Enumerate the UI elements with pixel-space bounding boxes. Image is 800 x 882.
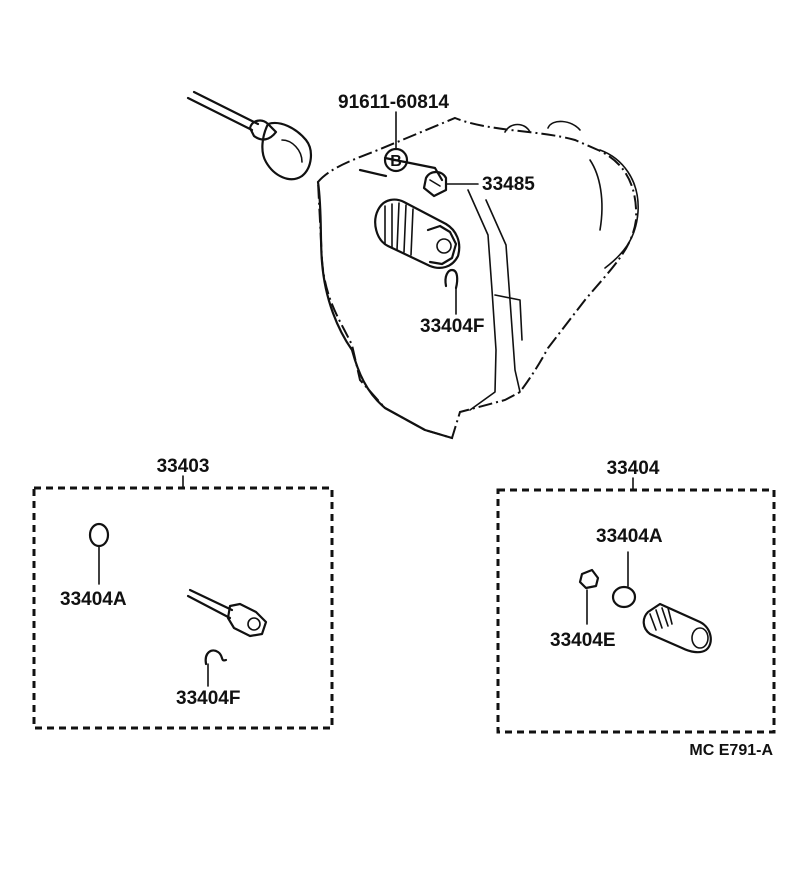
label-pin-top: 33404F — [420, 316, 484, 337]
o-ring-left — [88, 522, 110, 548]
bolt-marker: B — [390, 153, 402, 170]
transaxle-housing — [316, 116, 639, 440]
plug-right — [578, 568, 600, 590]
label-plug-right: 33404E — [550, 630, 616, 651]
label-oring-left: 33404A — [60, 589, 127, 610]
bolt-part: B — [383, 147, 409, 173]
clamp-part — [422, 170, 448, 198]
label-kit-right: 33404 — [607, 458, 660, 479]
speedometer-cable — [186, 90, 312, 181]
o-ring-right — [611, 585, 637, 609]
label-oring-right: 33404A — [596, 526, 663, 547]
leaders-top — [395, 111, 479, 315]
pin-left — [204, 649, 228, 666]
label-pin-left: 33404F — [176, 688, 240, 709]
label-kit-left: 33403 — [157, 456, 210, 477]
kit-33403: 33403 33404A 33404F — [32, 456, 334, 730]
sleeve-right — [642, 602, 712, 654]
driven-gear-assembly — [374, 198, 461, 269]
kit-33404: 33404 33404A 33404E — [496, 458, 776, 734]
retaining-pin-top — [444, 268, 459, 290]
driven-gear-left — [186, 588, 268, 638]
label-bolt: 91611-60814 — [338, 92, 449, 113]
figure-code: MC E791-A — [689, 742, 773, 759]
label-clamp: 33485 — [482, 174, 535, 195]
